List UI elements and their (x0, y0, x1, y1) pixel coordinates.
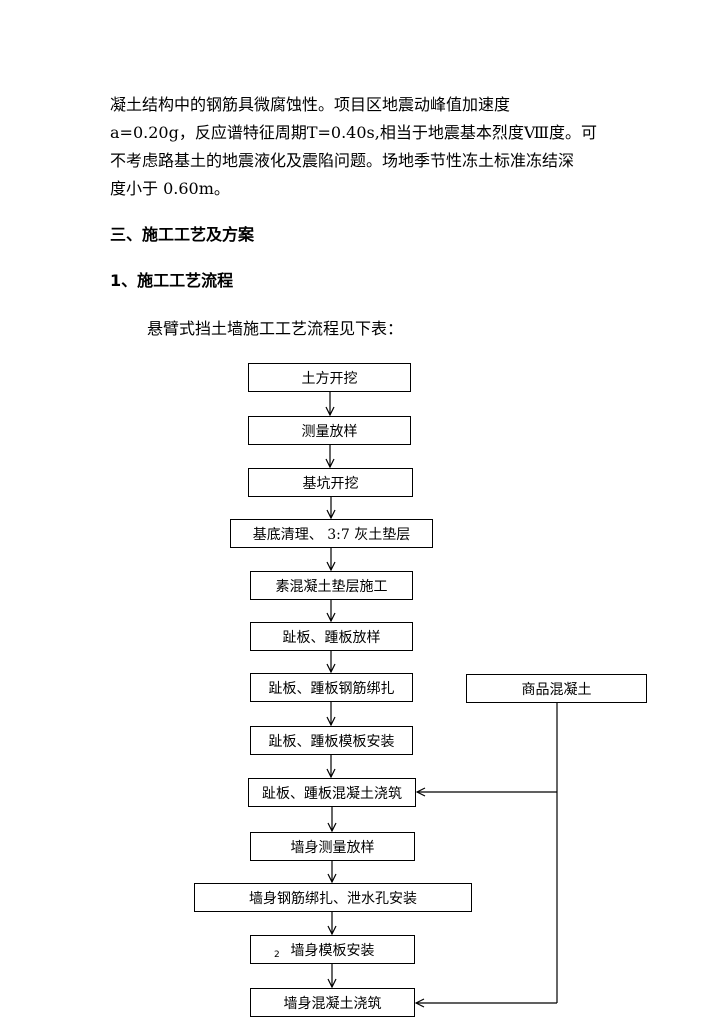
flow-step-5: 素混凝土垫层施工 (250, 571, 413, 600)
flow-step-10: 墙身测量放样 (250, 832, 415, 861)
flow-step-2: 测量放样 (248, 416, 411, 445)
section-heading: 三、施工工艺及方案 (110, 225, 255, 244)
body-text-line-4: 度小于 0.60m。 (110, 179, 230, 198)
flow-step-11: 墙身钢筋绑扎、泄水孔安装 (194, 883, 472, 912)
flow-step-8: 趾板、踵板模板安装 (250, 726, 413, 755)
flow-step-9: 趾板、踵板混凝土浇筑 (248, 778, 416, 807)
flow-step-4: 基底清理、 3:7 灰土垫层 (230, 519, 433, 548)
flow-step-13: 墙身混凝土浇筑 (250, 988, 415, 1017)
body-text-line-2: a=0.20g，反应谱特征周期T=0.40s,相当于地震基本烈度Ⅷ度。可 (110, 123, 598, 142)
footnote-mark: 2 (274, 950, 280, 960)
side-input-box: 商品混凝土 (466, 674, 647, 703)
flow-step-3: 基坑开挖 (248, 468, 413, 497)
flow-step-1: 土方开挖 (248, 363, 411, 392)
flowchart-intro: 悬臂式挡土墙施工工艺流程见下表： (147, 319, 404, 338)
body-text-line-3: 不考虑路基土的地震液化及震陷问题。场地季节性冻土标准冻结深 (110, 151, 575, 170)
flow-step-7: 趾板、踵板钢筋绑扎 (250, 673, 413, 702)
flow-step-12: 墙身模板安装 (250, 935, 415, 964)
body-text-line-1: 凝土结构中的钢筋具微腐蚀性。项目区地震动峰值加速度 (110, 95, 511, 114)
flow-step-6: 趾板、踵板放样 (250, 622, 413, 651)
subsection-heading: 1、施工工艺流程 (110, 271, 234, 290)
